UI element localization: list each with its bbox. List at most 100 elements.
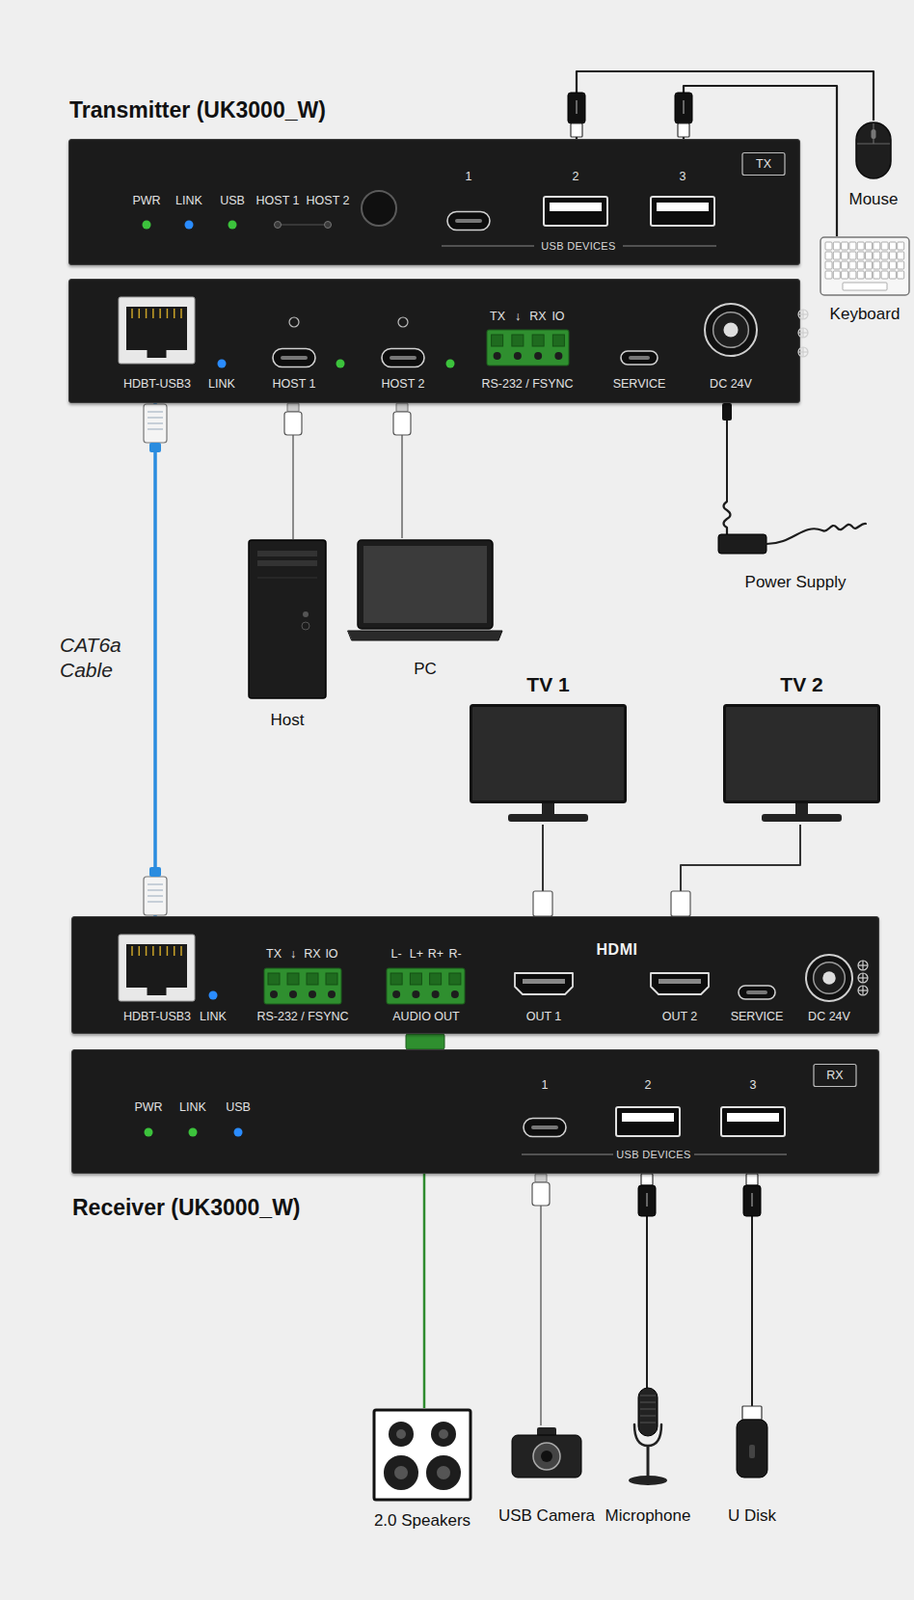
usb-c-plug: [532, 1182, 550, 1206]
usb-c-plug-metal: [535, 1173, 547, 1183]
key: [841, 241, 849, 250]
screw-cross: [861, 985, 863, 995]
usb-a-plug: [743, 1184, 761, 1216]
label-text: AUDIO OUT: [392, 1009, 459, 1023]
rj45-pin: [145, 945, 148, 956]
host-indicator: [289, 317, 299, 327]
usb-symbol: [576, 100, 578, 114]
tv-base: [508, 813, 589, 822]
divider-line: [521, 1154, 614, 1156]
label-text: Receiver (UK3000_W): [72, 1194, 301, 1220]
udisk-body: [736, 1419, 768, 1478]
label-text: DC 24V: [807, 1009, 851, 1023]
device-drawing: [469, 703, 627, 825]
hdmi-tongue: [522, 978, 565, 984]
hdmi-port: [650, 972, 709, 995]
label-text: LINK: [179, 1100, 207, 1114]
mic-stem: [646, 1445, 650, 1477]
rj45-jack: [126, 943, 188, 988]
key: [897, 251, 905, 260]
usb-symbol: [646, 1192, 648, 1207]
power-led: [302, 611, 309, 618]
rj45-pin: [173, 308, 176, 319]
label-text: USB DEVICES: [540, 240, 616, 253]
device-drawing: [734, 1405, 770, 1479]
label-text: 3: [679, 169, 687, 184]
key: [897, 270, 905, 279]
label-text: L-: [390, 946, 402, 961]
hdmi-plug: [671, 890, 691, 916]
device-panel: HDBT-USB3LINKHOST 1HOST 2TX↓RXIORS-232 /…: [68, 278, 801, 404]
label-text: 3: [750, 1077, 757, 1092]
cable: [680, 824, 801, 916]
terminal-pin: [409, 972, 422, 985]
rj45-boot: [149, 866, 162, 877]
device-icon: U Disk: [734, 1405, 770, 1479]
label-text: R-: [448, 946, 461, 961]
key: [849, 270, 857, 279]
label-text: IO: [324, 946, 338, 961]
tv-neck: [795, 803, 808, 814]
tv-screen: [725, 705, 880, 803]
mouse-wheel: [871, 129, 877, 139]
mouse-body: [856, 122, 891, 179]
label-text: SERVICE: [730, 1009, 784, 1023]
device-icon: Mouse: [854, 120, 893, 181]
rj45-plug: [143, 403, 167, 443]
label-text: IO: [551, 309, 565, 323]
screw-symbol: [798, 309, 808, 320]
usb-c-plug: [284, 411, 302, 435]
label-text: TV 2: [779, 672, 823, 697]
screw-cross: [861, 960, 863, 970]
key: [841, 270, 849, 279]
usb-c-plug-metal: [287, 403, 299, 412]
hdmi-port: [514, 972, 573, 995]
key: [865, 261, 873, 269]
screw-cross: [861, 972, 863, 983]
key: [849, 241, 857, 250]
label-text: 2: [572, 169, 580, 184]
rj45-pin: [180, 308, 183, 319]
rj45-plug-line: [147, 895, 163, 897]
label-text: PWR: [134, 1100, 162, 1114]
label-text: Microphone: [605, 1505, 692, 1526]
key: [888, 241, 896, 250]
terminal-screw: [493, 351, 502, 360]
label-text: USB Camera: [498, 1505, 595, 1526]
terminal-screw: [451, 990, 459, 998]
label-text: RS-232 / FSYNC: [256, 1009, 349, 1023]
space-key: [842, 282, 888, 291]
device-icon: USB Camera: [510, 1424, 584, 1479]
key: [873, 241, 881, 250]
key: [865, 270, 873, 279]
terminal-screw: [327, 990, 336, 998]
usb-a-plug-metal: [746, 1173, 758, 1185]
key: [865, 251, 873, 260]
rj45-pin: [152, 945, 155, 956]
screw-symbol: [798, 327, 808, 338]
rj45-plug-line: [147, 423, 163, 425]
device-drawing: [624, 1387, 672, 1486]
led-indicator: [228, 220, 238, 230]
label-frame: [742, 153, 785, 176]
terminal-pin: [268, 972, 280, 985]
camera-lens-inner: [540, 1450, 553, 1462]
rj45-plug-line: [147, 901, 163, 903]
rj45-port: [118, 934, 195, 1001]
device-drawing: [718, 501, 873, 562]
label-text: HOST 1: [256, 193, 300, 208]
screw-cross: [802, 347, 804, 357]
label-text: RX: [529, 309, 546, 323]
rj45-jack: [126, 306, 188, 350]
divider-line: [622, 245, 717, 247]
label-text: PC: [413, 659, 437, 679]
device-panel: Transmitter (UK3000_W)PWRLINKUSBHOST 1HO…: [68, 138, 801, 266]
label-text: OUT 2: [662, 1009, 699, 1023]
cable: [576, 71, 874, 139]
tweeter: [430, 1421, 457, 1447]
terminal-pin: [306, 972, 319, 985]
dc-jack-ring: [713, 312, 750, 349]
rj45-plug-line: [147, 889, 163, 891]
label-text: RS-232 / FSYNC: [481, 376, 573, 391]
